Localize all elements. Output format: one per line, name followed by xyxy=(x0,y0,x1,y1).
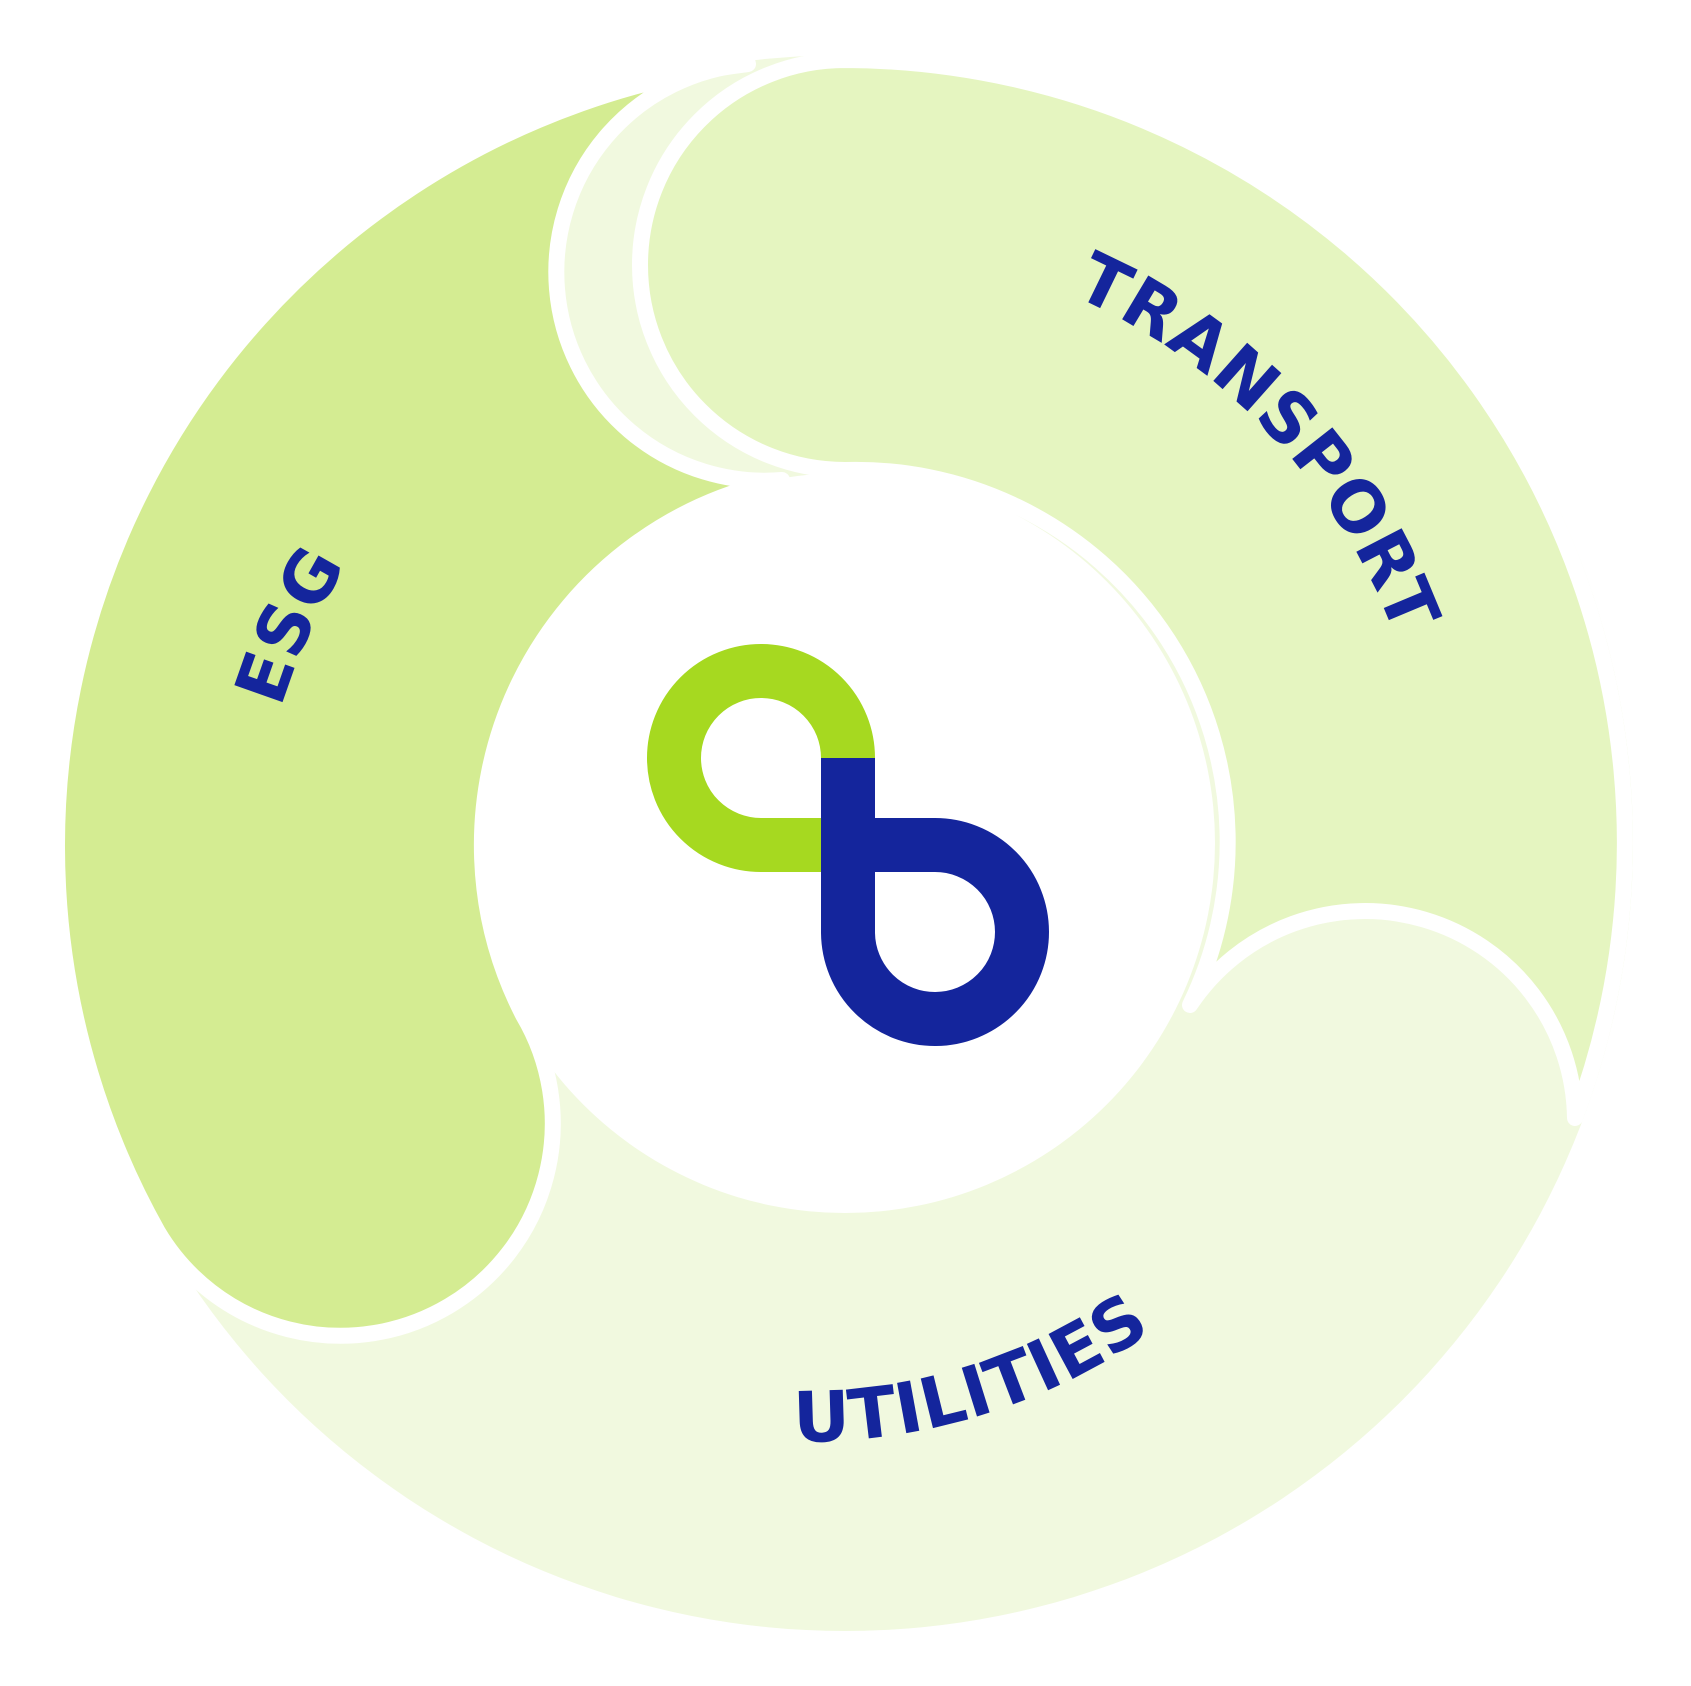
segment-esg xyxy=(49,56,790,1344)
infinity-link-logo-icon xyxy=(647,644,1049,1046)
logo-green-loop xyxy=(647,644,875,872)
logo-blue-loop xyxy=(821,758,1049,1046)
segment-transport xyxy=(632,52,1633,1126)
